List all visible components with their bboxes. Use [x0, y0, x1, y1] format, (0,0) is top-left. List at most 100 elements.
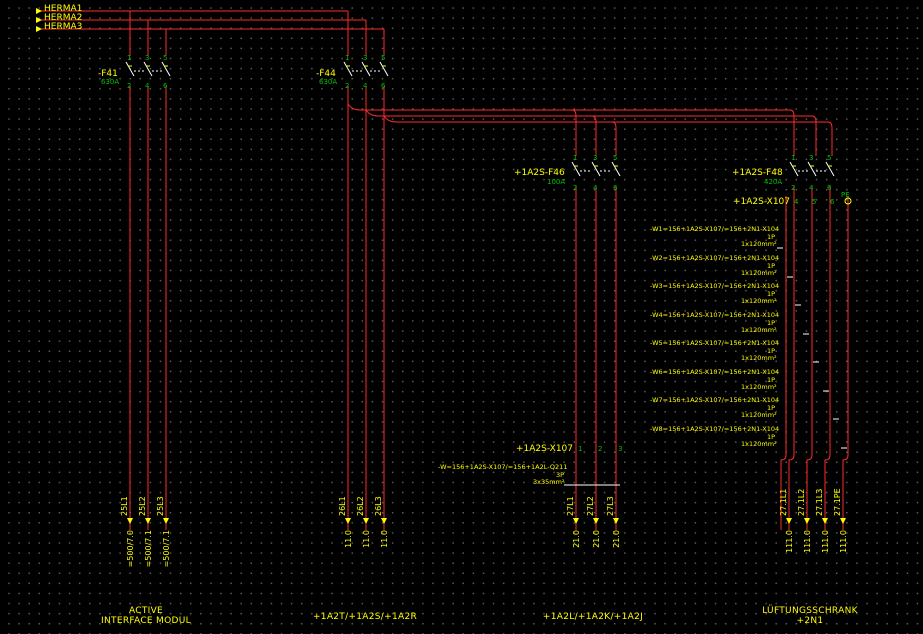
terminal-pin: 6 [830, 198, 835, 206]
output-arrow-icon [163, 518, 169, 524]
output-label: 26L2 [356, 496, 365, 516]
caption-line: +1A2T/+1A2S/+1A2R [312, 612, 418, 622]
cable-cores: 1P [767, 233, 775, 241]
pole-number: 5 [827, 154, 831, 162]
output-reference: 111.0 [839, 530, 848, 553]
pole-number: 1 [573, 154, 577, 162]
output-label: 25L1 [120, 496, 129, 516]
pole-number: 3 [363, 54, 367, 62]
breaker-name: +1A2S-F46 [514, 168, 565, 178]
term-number: 6 [827, 184, 832, 192]
terminal-strip-name: +1A2S-X107 [516, 444, 573, 454]
breaker-f46[interactable]: +1A2S-F46 100A 1 3 5 2 4 6 [514, 154, 621, 192]
pole-number: 5 [613, 154, 617, 162]
output-25l1[interactable]: 25L1 =500/7.0 [120, 496, 135, 567]
term-number: 2 [127, 82, 131, 90]
output-arrow-icon [822, 518, 828, 524]
output-reference: 21.0 [572, 530, 581, 548]
cable-size: 1x120mm² [741, 326, 777, 334]
output-25l3[interactable]: 25L3 =500/7.1 [156, 496, 171, 567]
cable-size: 1x120mm² [741, 440, 777, 448]
pole-number: 1 [345, 54, 349, 62]
output-27l1[interactable]: 27L1 21.0 [566, 496, 581, 548]
breaker-f41[interactable]: -F41 630A 1 3 5 2 4 6 [98, 54, 171, 90]
terminal-pin: 5 [812, 198, 816, 206]
output-reference: 21.0 [592, 530, 601, 548]
term-number: 6 [381, 82, 386, 90]
output-label: 25L3 [156, 496, 165, 516]
output-reference: 11.0 [362, 530, 371, 548]
cable-cores: 1P [767, 262, 775, 270]
output-label: 27.1L2 [797, 489, 806, 516]
pole-number: 5 [381, 54, 385, 62]
term-number: 6 [613, 184, 618, 192]
term-number: 4 [363, 82, 368, 90]
terminal-strip-mid: +1A2S-X107 1 2 3 [516, 444, 622, 454]
cable-size: 1x120mm² [741, 411, 777, 419]
output-reference: =500/7.1 [162, 530, 171, 567]
output-27l3[interactable]: 27L3 21.0 [606, 496, 621, 548]
cable-cores: 1P [767, 433, 775, 441]
output-reference: =500/7.1 [144, 530, 153, 567]
pole-number: 5 [163, 54, 167, 62]
breaker-rating: 100A [547, 178, 565, 186]
cable-cores: 1P [767, 290, 775, 298]
caption-1a2l: +1A2L/+1A2K/+1A2J [528, 612, 658, 622]
output-arrow-icon [786, 518, 792, 524]
output-arrow-icon [127, 518, 133, 524]
cable-cores: 3P [556, 471, 564, 479]
output-reference: =500/7.0 [126, 530, 135, 567]
breaker-f48[interactable]: +1A2S-F48 420A 1 3 5 2 4 6 [732, 154, 835, 192]
output-arrow-icon [381, 518, 387, 524]
output-label: 26L1 [338, 496, 347, 516]
caption-line: +1A2L/+1A2K/+1A2J [542, 612, 644, 622]
pole-number: 3 [593, 154, 597, 162]
cable-id: -W4=156+1A2S-X107/=156+2N1-X104 [650, 311, 779, 319]
breaker-f44[interactable]: -F44 630A 1 3 5 2 4 6 [316, 54, 389, 90]
cable-size: 1x120mm² [741, 354, 777, 362]
supply-label: HERMA3 [44, 22, 82, 32]
output-reference: 111.0 [803, 530, 812, 553]
caption-line: ACTIVE [128, 606, 164, 616]
cable-size: 1x120mm² [741, 297, 777, 305]
caption-active-interface: ACTIVE INTERFACE MODUL [86, 606, 206, 626]
pe-terminal: PE [841, 191, 852, 205]
caption-lueftungsschrank: LÜFTUNGSSCHRANK +2N1 [750, 606, 870, 626]
cable-id: -W5=156+1A2S-X107/=156+2N1-X104 [650, 339, 779, 347]
output-label: 27L3 [606, 496, 615, 516]
terminal-pin: 3 [618, 445, 622, 453]
pole-number: 1 [791, 154, 795, 162]
cable-cores: 1P [767, 319, 775, 327]
output-label: 27.1L1 [779, 489, 788, 516]
output-27.1l1[interactable]: 27.1L1 111.0 [779, 489, 794, 553]
output-reference: 111.0 [785, 530, 794, 553]
output-reference: 21.0 [612, 530, 621, 548]
breaker-rating: 630A [101, 78, 119, 86]
cable-cores: 1P [767, 404, 775, 412]
cable-id: -W6=156+1A2S-X107/=156+2N1-X104 [650, 368, 779, 376]
term-number: 4 [809, 184, 814, 192]
output-26l2[interactable]: 26L2 11.0 [356, 496, 371, 548]
supply-busbars: HERMA1 HERMA2 HERMA3 [36, 4, 385, 56]
term-number: 2 [791, 184, 795, 192]
term-number: 2 [345, 82, 349, 90]
output-27.1l2[interactable]: 27.1L2 111.0 [797, 489, 812, 553]
breaker-rating: 420A [764, 178, 782, 186]
cable-annotation-mid: -W=156+1A2S-X107/=156+1A2L-Q211 3P 3x35m… [438, 463, 620, 486]
cable-cores: 1P [767, 376, 775, 384]
term-number: 6 [163, 82, 168, 90]
supply-label: HERMA1 [44, 4, 82, 14]
output-label: 27L1 [566, 496, 575, 516]
cable-size: 1x120mm² [741, 269, 777, 277]
breaker-name: -F44 [316, 69, 336, 79]
pe-label: PE [841, 191, 850, 199]
output-arrow-icon [145, 518, 151, 524]
output-25l2[interactable]: 25L2=500/7.1 [138, 496, 153, 567]
